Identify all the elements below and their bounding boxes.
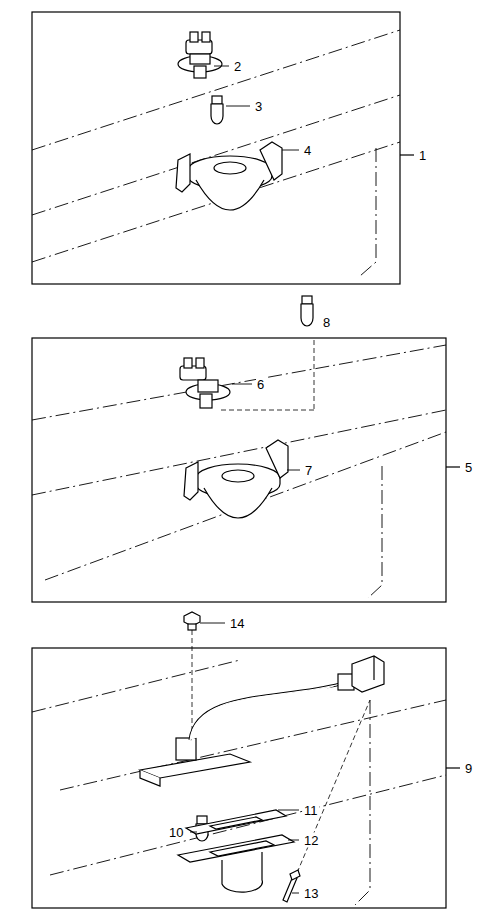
bulb-socket <box>178 32 222 78</box>
panel <box>32 338 446 602</box>
callout-number: 5 <box>464 460 473 475</box>
leader-line <box>190 66 300 893</box>
body-outline <box>32 30 446 905</box>
leader-line <box>400 155 460 768</box>
bulb <box>301 296 313 326</box>
bulb-socket <box>180 358 230 408</box>
callout-number: 1 <box>418 148 427 163</box>
bulb <box>211 96 223 124</box>
nut <box>184 612 200 630</box>
lens-housing <box>176 142 282 210</box>
callout-number: 11 <box>303 803 319 818</box>
callout-number: 6 <box>256 377 265 392</box>
gasket <box>186 810 286 834</box>
callout-number: 2 <box>233 59 242 74</box>
lamp-harness <box>140 656 384 786</box>
callout-number: 12 <box>303 833 319 848</box>
screw <box>283 870 300 902</box>
panel <box>32 648 446 908</box>
callout-number: 3 <box>254 99 263 114</box>
callout-number: 4 <box>303 143 312 158</box>
callout-number: 10 <box>168 825 184 840</box>
callout-number: 8 <box>322 315 331 330</box>
callout-number: 14 <box>229 616 245 631</box>
callout-number: 7 <box>304 463 313 478</box>
panel <box>32 12 400 284</box>
callout-number: 13 <box>303 886 319 901</box>
lens-plate <box>178 835 294 892</box>
callout-number: 9 <box>464 761 473 776</box>
lens-housing <box>184 440 288 518</box>
